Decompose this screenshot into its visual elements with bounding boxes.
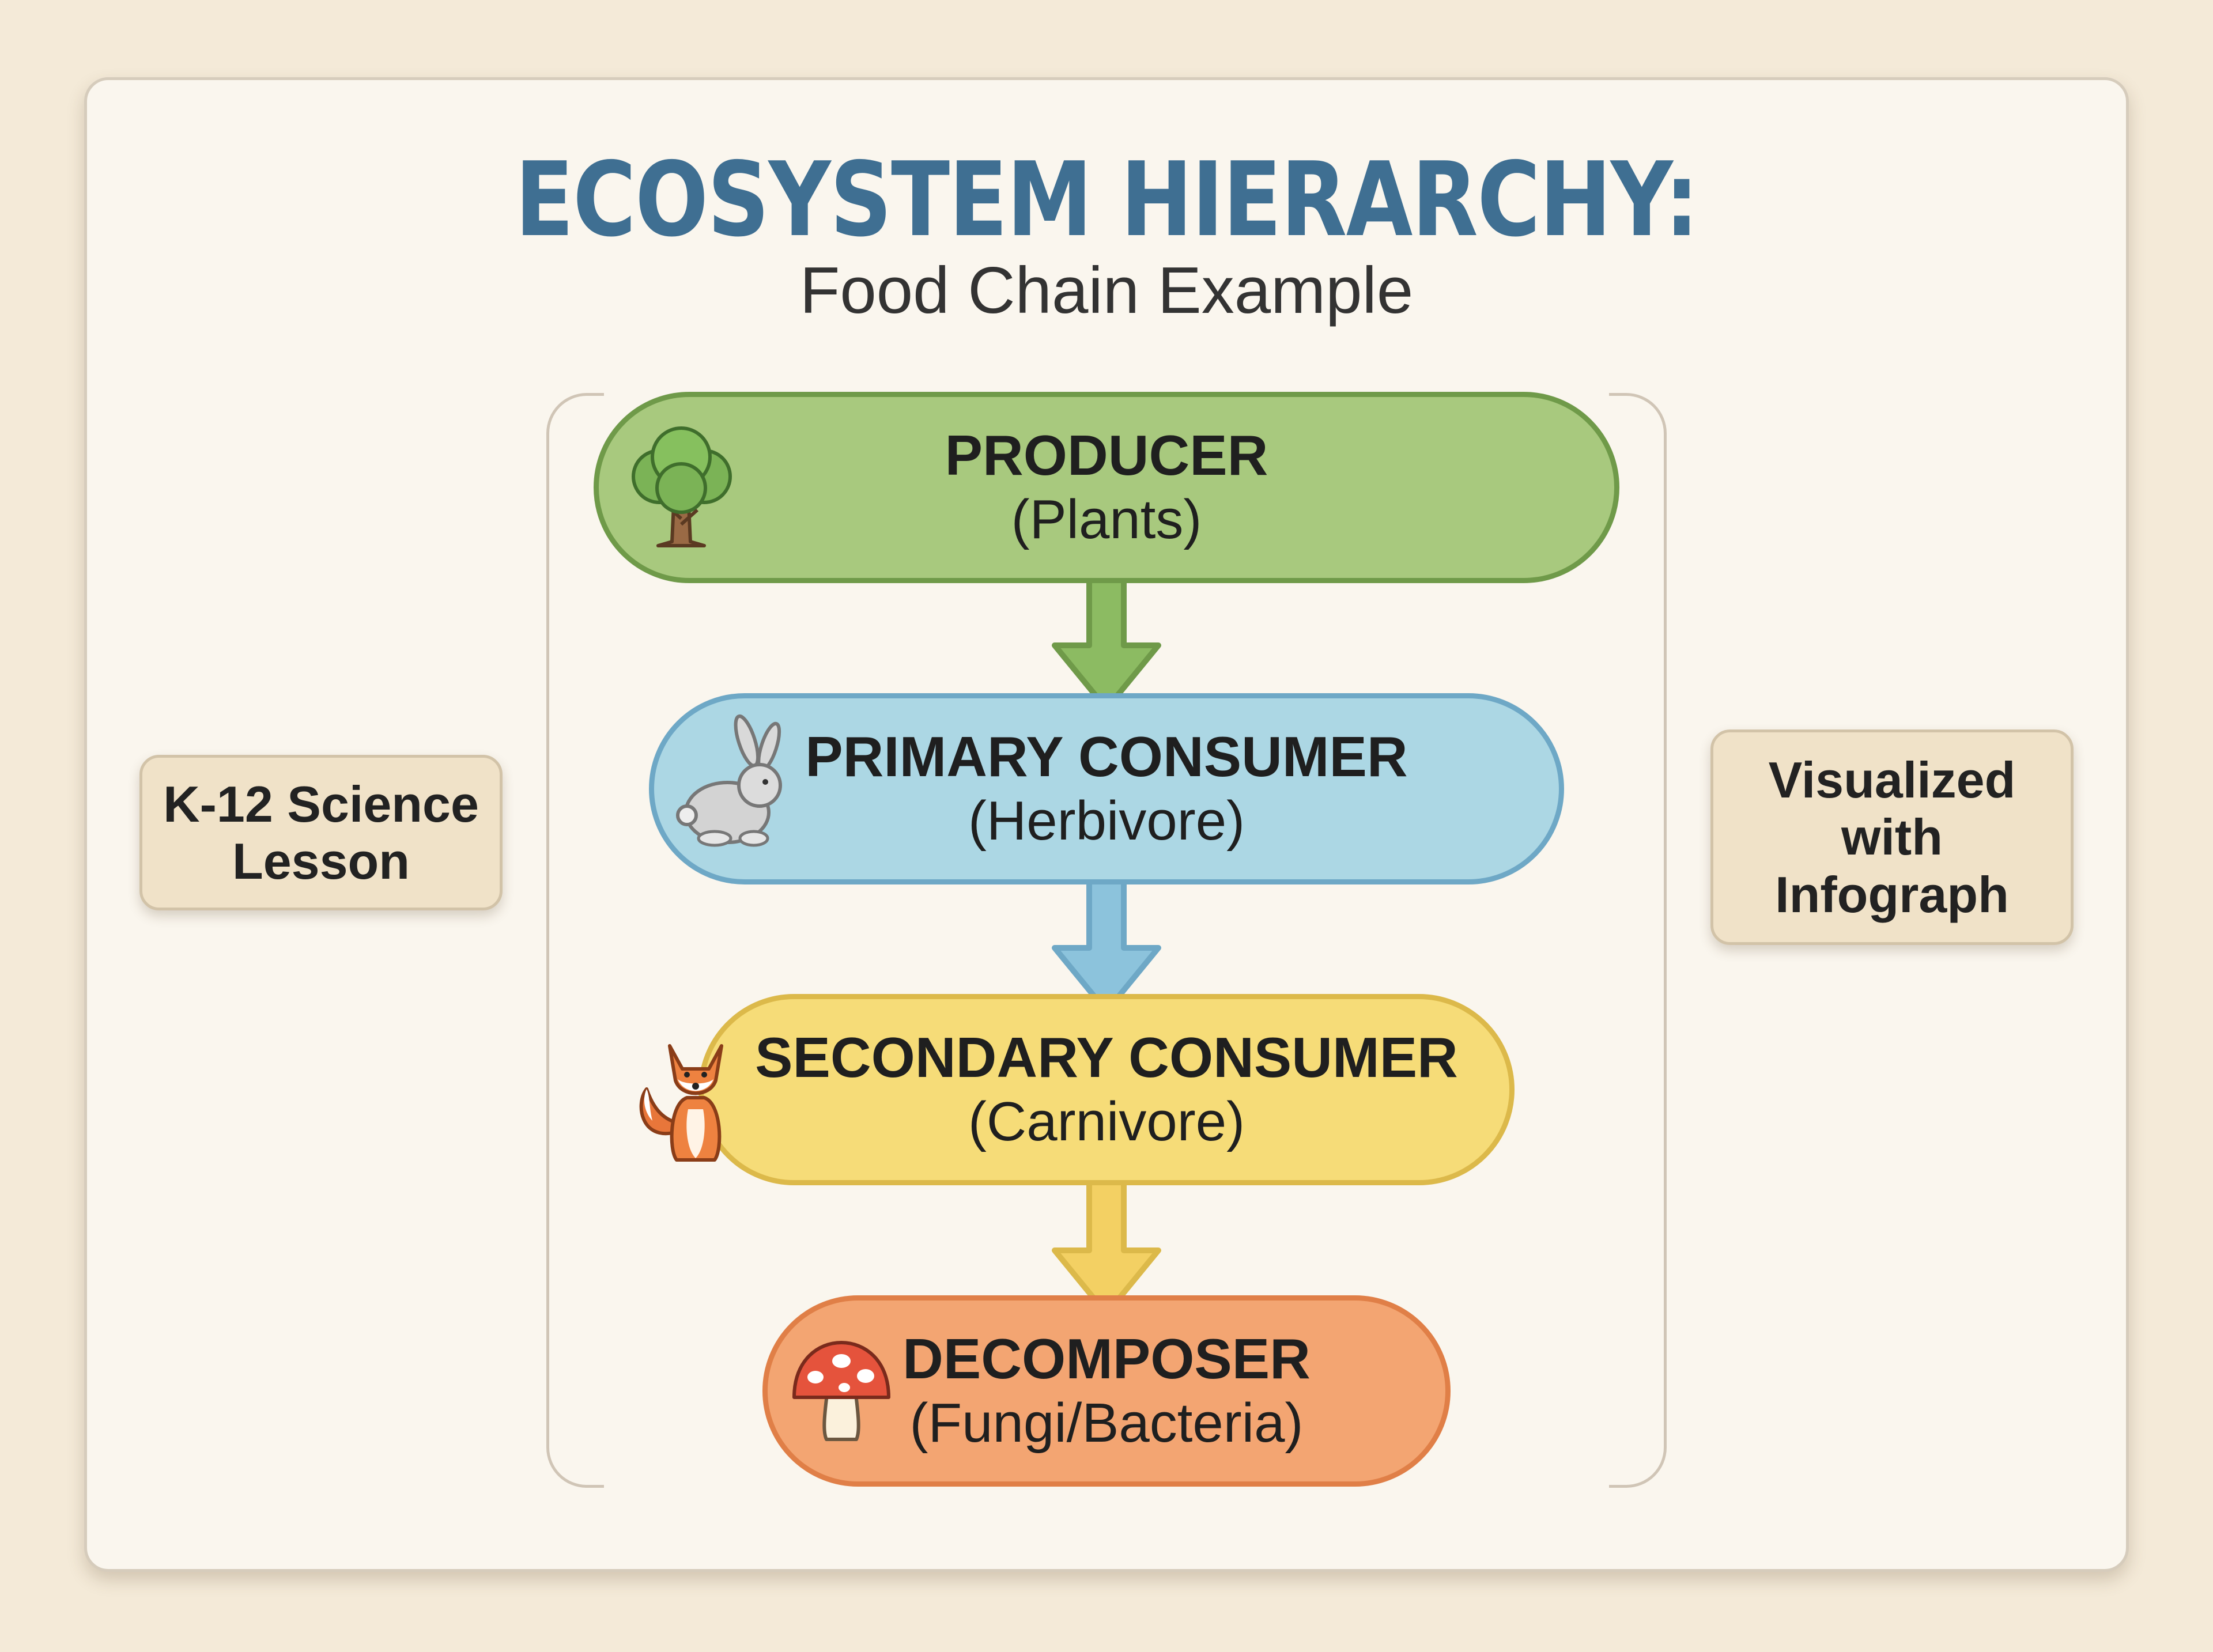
rabbit-icon — [676, 714, 782, 847]
level-subtitle: (Plants) — [1011, 489, 1202, 551]
arrow-down-icon — [1052, 1173, 1161, 1317]
mushroom-icon — [792, 1341, 890, 1441]
level-title: PRODUCER — [945, 424, 1268, 487]
level-title: PRIMARY CONSUMER — [805, 725, 1408, 789]
side-note-line: K-12 Science — [163, 775, 479, 833]
level-title: DECOMPOSER — [902, 1327, 1311, 1391]
right-bracket — [1609, 393, 1667, 1488]
page-title: ECOSYSTEM HIERARCHY: — [515, 140, 1700, 259]
level-secondary-consumer: SECONDARY CONSUMER (Carnivore) — [698, 994, 1515, 1185]
arrow-down-icon — [1052, 870, 1161, 1014]
side-note-line: Lesson — [232, 833, 410, 890]
side-note-line: Visualized — [1768, 751, 2016, 808]
level-subtitle: (Carnivore) — [968, 1091, 1245, 1153]
level-title: SECONDARY CONSUMER — [755, 1026, 1458, 1090]
level-subtitle: (Fungi/Bacteria) — [909, 1392, 1304, 1454]
side-note-lesson: K-12 Science Lesson — [139, 755, 503, 910]
left-bracket — [546, 393, 604, 1488]
page-subtitle: Food Chain Example — [799, 254, 1414, 327]
tree-icon — [632, 426, 732, 547]
side-note-line: Infograph — [1775, 865, 2009, 923]
level-producer: PRODUCER (Plants) — [594, 392, 1619, 583]
fox-icon — [639, 1044, 723, 1162]
level-primary-consumer: PRIMARY CONSUMER (Herbivore) — [649, 693, 1564, 884]
side-note-line: with — [1841, 808, 1943, 866]
side-note-visualized: Visualized with Infograph — [1710, 729, 2074, 945]
level-subtitle: (Herbivore) — [968, 790, 1245, 852]
